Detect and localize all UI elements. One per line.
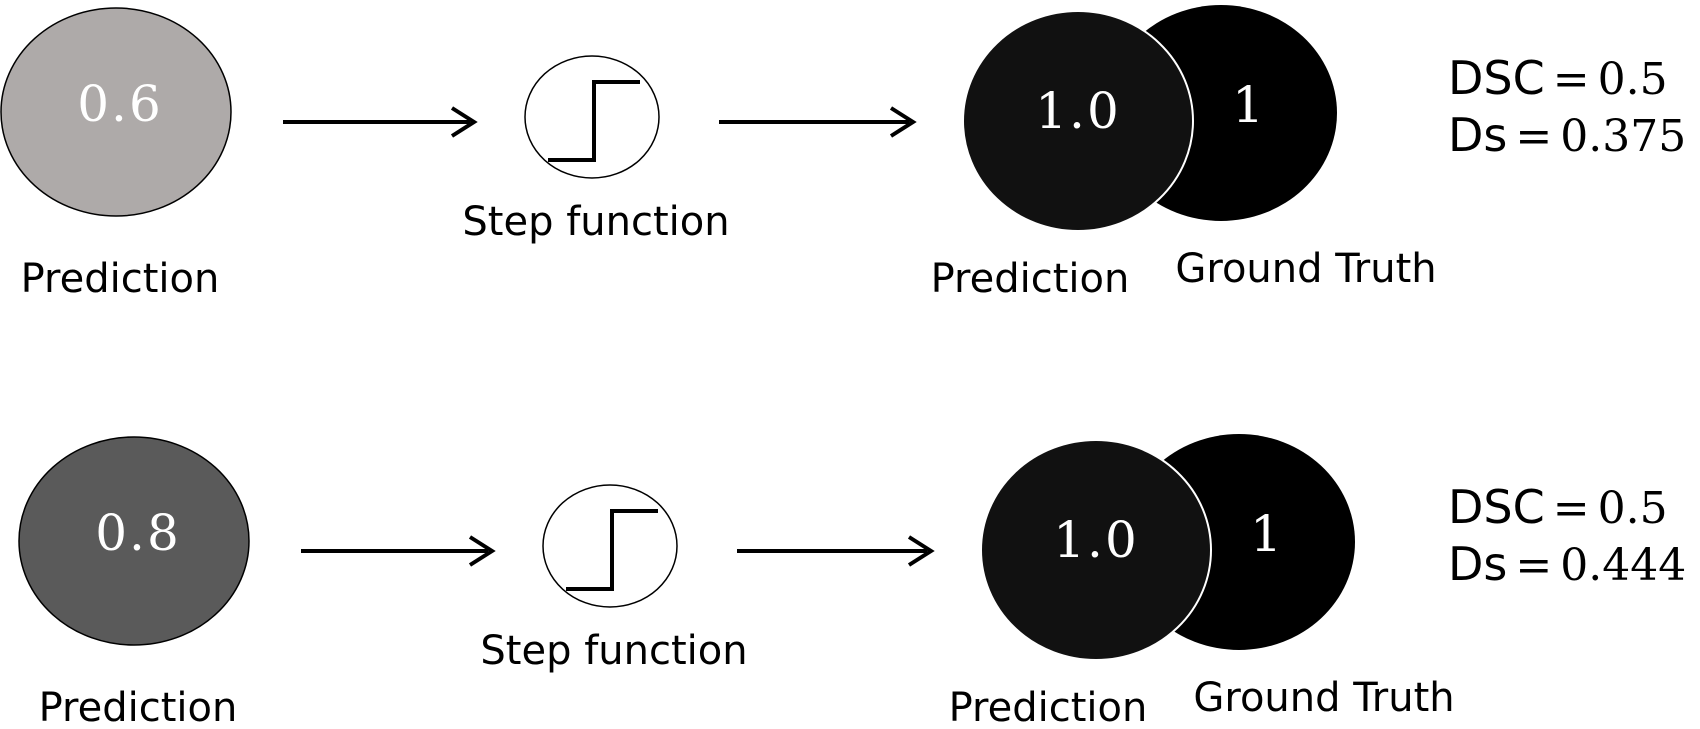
- prediction-circle: [0, 7, 232, 217]
- overlap-prediction-label: Prediction: [949, 685, 1148, 729]
- metric-value: 0.444: [1560, 540, 1686, 591]
- prediction-label: Prediction: [39, 685, 238, 729]
- metric-dsc: DSC=0.5: [1448, 51, 1668, 105]
- step-function-label: Step function: [462, 199, 729, 245]
- arrow-right-icon: [283, 106, 478, 138]
- row-1: 0.6 Prediction Step function 1.0 1 Predi…: [0, 5, 1686, 302]
- row-2: 0.8 Prediction Step function 1.0 1 Predi…: [18, 434, 1686, 729]
- metric-name: Ds: [1448, 108, 1507, 162]
- arrow-right-icon: [301, 535, 496, 567]
- metrics: DSC=0.5 Ds=0.375: [1448, 51, 1686, 162]
- thresholded-prediction-circle: [962, 10, 1194, 232]
- metric-ds: Ds=0.444: [1448, 537, 1686, 591]
- ground-truth-label: Ground Truth: [1193, 675, 1454, 721]
- prediction-value: 0.8: [95, 504, 181, 562]
- metric-op: =: [1553, 483, 1590, 534]
- arrow-right-icon: [737, 535, 935, 567]
- prediction-value: 0.6: [77, 75, 163, 133]
- thresholded-value: 1.0: [1053, 511, 1139, 569]
- ground-truth-value: 1: [1232, 76, 1266, 134]
- metric-op: =: [1553, 54, 1590, 105]
- ground-truth-value: 1: [1250, 505, 1284, 563]
- metric-op: =: [1515, 111, 1552, 162]
- thresholded-prediction-circle: [980, 439, 1212, 661]
- step-function-icon: [524, 55, 660, 179]
- metrics: DSC=0.5 Ds=0.444: [1448, 480, 1686, 591]
- metric-value: 0.5: [1598, 483, 1668, 534]
- step-function-label: Step function: [480, 628, 747, 674]
- prediction-circle: [18, 436, 250, 646]
- ground-truth-label: Ground Truth: [1175, 246, 1436, 292]
- metric-value: 0.375: [1560, 111, 1686, 162]
- prediction-label: Prediction: [21, 256, 220, 302]
- metric-ds: Ds=0.375: [1448, 108, 1686, 162]
- metric-name: DSC: [1448, 51, 1545, 105]
- overlap-prediction-label: Prediction: [931, 256, 1130, 302]
- metric-name: DSC: [1448, 480, 1545, 534]
- thresholded-value: 1.0: [1035, 82, 1121, 140]
- arrow-right-icon: [719, 106, 917, 138]
- metric-name: Ds: [1448, 537, 1507, 591]
- metric-value: 0.5: [1598, 54, 1668, 105]
- metric-dsc: DSC=0.5: [1448, 480, 1668, 534]
- step-function-icon: [542, 484, 678, 608]
- metric-op: =: [1515, 540, 1552, 591]
